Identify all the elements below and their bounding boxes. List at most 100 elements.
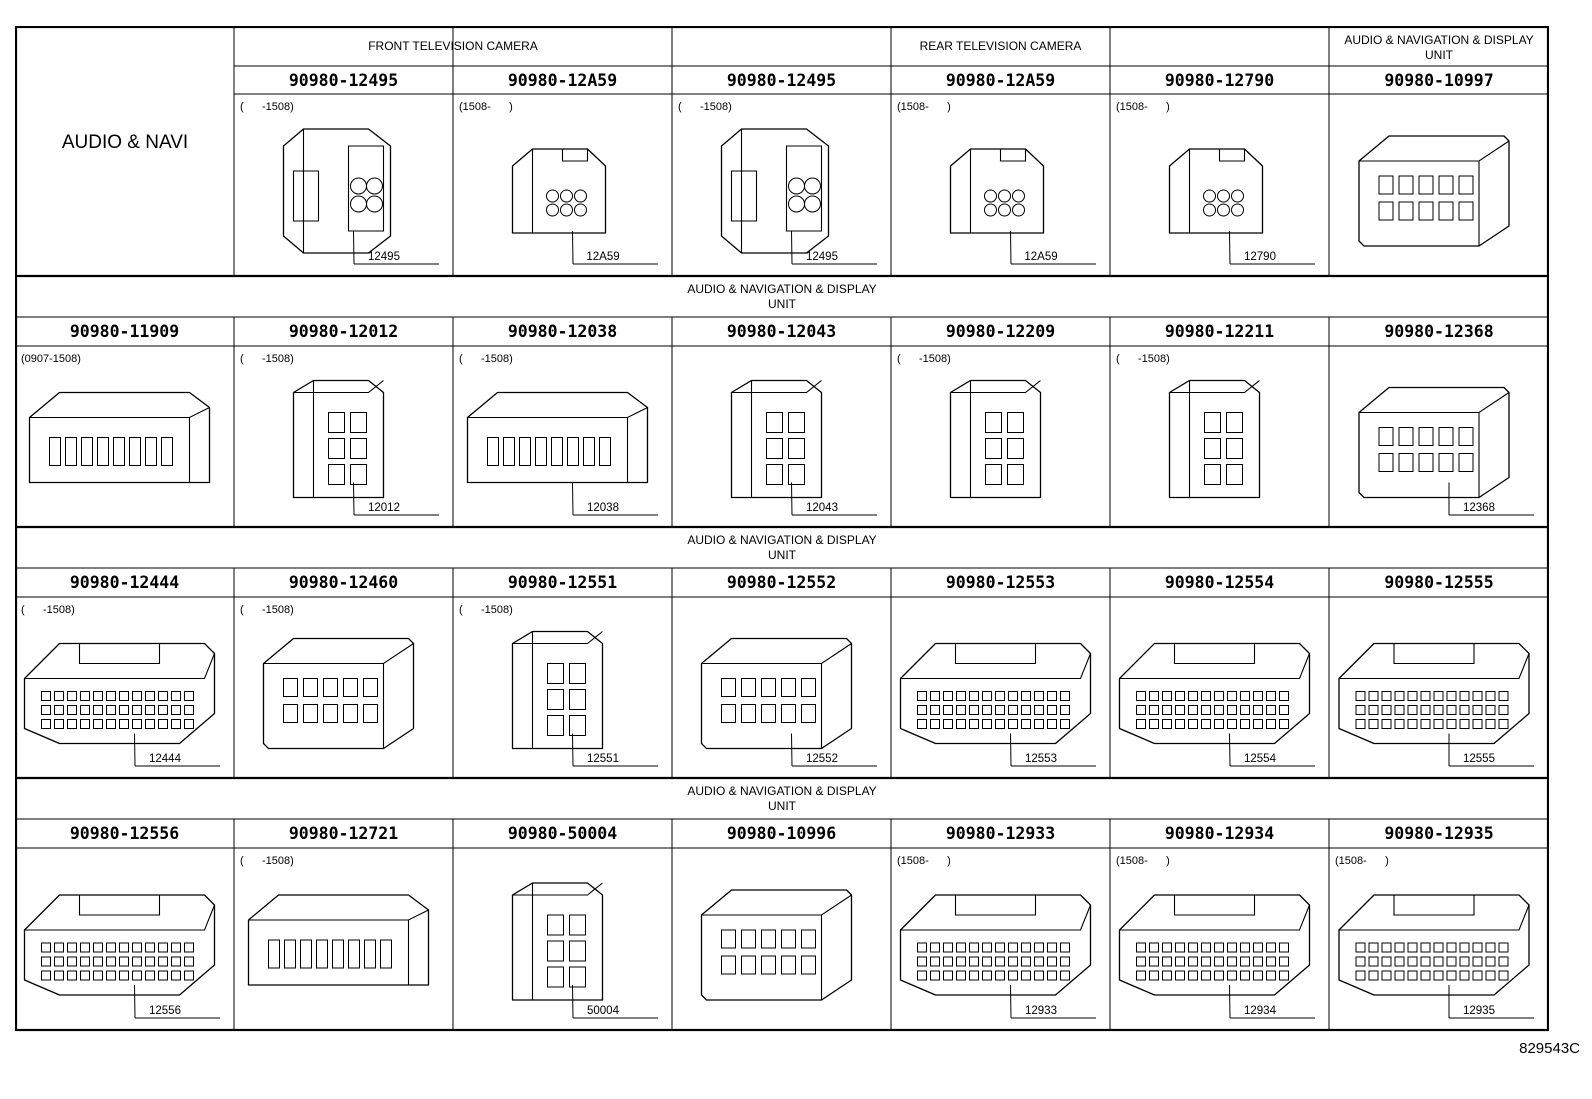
connector-cell[interactable]: 90980-12012( -1508)12012 (240, 322, 439, 516)
connector-cavity (546, 203, 559, 217)
connector-cell[interactable]: 90980-12209( -1508) (897, 322, 1055, 499)
connector-cavity (721, 678, 736, 697)
connector-cavity (67, 942, 77, 953)
connector-cell[interactable]: 90980-12460( -1508) (240, 573, 415, 750)
connector-cavity (1060, 719, 1070, 729)
connector-cavity (487, 437, 499, 466)
connector-cavity (985, 412, 1002, 433)
callout-label: 12043 (806, 502, 838, 514)
connector-cavity (184, 970, 194, 981)
connector-cell[interactable]: 90980-12A59(1508- )12A59 (459, 71, 658, 265)
connector-cavity (350, 177, 367, 195)
part-number: 90980-12554 (1165, 573, 1274, 592)
part-number: 90980-11909 (70, 322, 179, 341)
connector-cavity (917, 970, 927, 981)
connector-cavity (332, 939, 344, 969)
connector-cavity (119, 970, 129, 981)
connector-cavity (67, 705, 77, 715)
connector-cavity (1021, 691, 1031, 701)
connector-cavity (761, 955, 776, 975)
connector-cavity (184, 942, 194, 953)
connector-cavity (145, 719, 155, 729)
connector-cavity (1266, 970, 1276, 981)
connector-cavity (788, 412, 805, 433)
connector-cavity (982, 970, 992, 981)
connector-cavity (1204, 412, 1221, 433)
connector-cavity (1047, 942, 1057, 953)
connector-cell[interactable]: 90980-12A59(1508- )12A59 (897, 71, 1096, 265)
connector-cavity (1355, 956, 1366, 967)
connector-cell[interactable]: 90980-12211( -1508) (1116, 322, 1274, 499)
connector-cell[interactable]: 90980-12935(1508- )12935 (1335, 824, 1534, 1019)
connector-cavity (300, 939, 312, 969)
callout-leader (353, 230, 355, 265)
connector-cavity (1368, 705, 1379, 715)
connector-cavity (1420, 691, 1431, 701)
callout-label: 12A59 (586, 251, 619, 263)
connector-cavity (519, 437, 531, 466)
connector-cavity (1394, 956, 1405, 967)
connector-cavity (1459, 970, 1470, 981)
connector-cavity (1279, 705, 1289, 715)
connector-cavity (93, 942, 103, 953)
connector-cavity (917, 719, 927, 729)
connector-cavity (982, 691, 992, 701)
connector-cavity (106, 705, 116, 715)
connector-long-drawing (899, 894, 1092, 996)
connector-outline (1169, 380, 1260, 498)
connector-cavity (1446, 705, 1457, 715)
connector-cavity (917, 942, 927, 953)
connector-long-drawing (1338, 642, 1530, 745)
connector-cell[interactable]: 90980-12934(1508- )12934 (1116, 824, 1315, 1019)
connector-cavity (761, 704, 776, 723)
connector-cavity (1498, 719, 1509, 729)
connector-plug6-drawing (511, 148, 607, 234)
connector-cell[interactable]: 90980-12038( -1508)12038 (459, 322, 658, 516)
connector-cavity (1227, 705, 1237, 715)
connector-cavity (1381, 719, 1392, 729)
connector-cavity (1279, 942, 1289, 953)
part-number: 90980-10996 (727, 824, 836, 843)
connector-cavity (54, 942, 64, 953)
date-range-note: (1508- ) (897, 101, 951, 113)
connector-cavity (158, 970, 168, 981)
connector-cavity (1279, 691, 1289, 701)
connector-cavity (129, 437, 141, 466)
connector-cavity (1008, 970, 1018, 981)
connector-cavity (721, 704, 736, 723)
connector-cell[interactable]: 90980-12495( -1508)12495 (678, 71, 877, 265)
connector-cavity (1047, 719, 1057, 729)
connector-cell[interactable]: 90980-12495( -1508)12495 (240, 71, 439, 265)
connector-cell[interactable]: 90980-12444( -1508)12444 (21, 573, 220, 767)
connector-cavity (930, 942, 940, 953)
connector-cavity (761, 678, 776, 697)
connector-cell[interactable]: 90980-12933(1508- )12933 (897, 824, 1096, 1019)
callout-leader (134, 984, 136, 1019)
date-range-note: ( -1508) (1116, 353, 1170, 365)
connector-outline (512, 631, 603, 749)
connector-cell[interactable]: 90980-12790(1508- )12790 (1116, 71, 1315, 265)
connector-cavity (171, 956, 181, 967)
connector-cavity (1485, 691, 1496, 701)
connector-cell[interactable]: 90980-12551( -1508)12551 (459, 573, 658, 767)
connector-cell[interactable]: 90980-11909 (0907-1508) (21, 322, 211, 484)
connector-cavity (1498, 956, 1509, 967)
connector-cell[interactable]: 90980-10997 (1358, 71, 1510, 247)
connector-cell[interactable]: 90980-12721( -1508) (240, 824, 430, 986)
connector-cavity (1136, 956, 1146, 967)
connector-cell[interactable]: 90980-10996 (700, 824, 853, 1001)
date-range-note: (0907-1508) (21, 353, 81, 365)
connector-cavity (788, 438, 805, 459)
connector-cavity (1201, 956, 1211, 967)
connector-box-drawing (262, 637, 415, 750)
connector-cavity (1240, 970, 1250, 981)
connector-cavity (1203, 189, 1216, 203)
